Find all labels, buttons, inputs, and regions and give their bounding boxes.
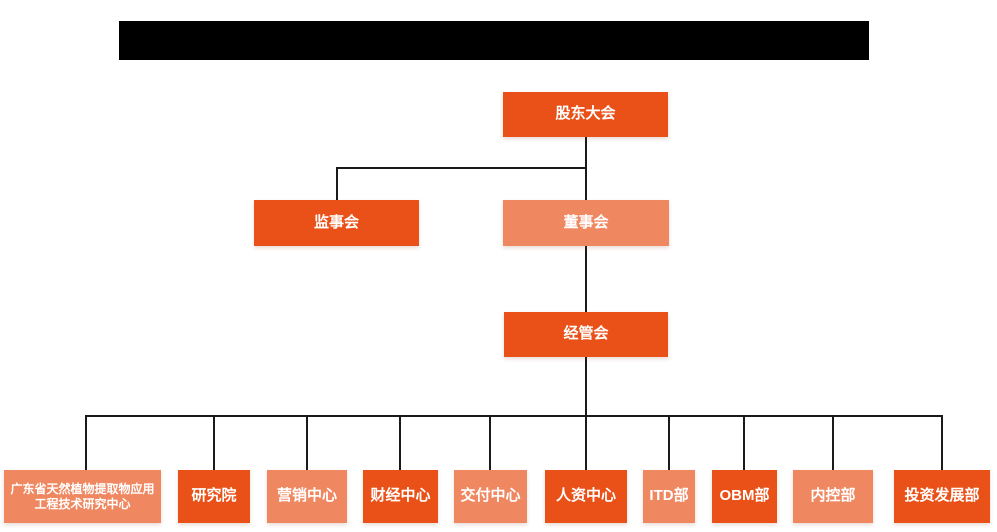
org-node-itd-department: ITD部 <box>643 470 695 523</box>
org-node-shareholders-meeting: 股东大会 <box>503 92 668 137</box>
org-node-internal-control-department: 内控部 <box>793 470 873 523</box>
connector-line <box>213 415 215 470</box>
connector-line <box>336 167 338 200</box>
org-node-research-institute: 研究院 <box>178 470 250 523</box>
connector-line <box>399 415 401 470</box>
org-node-board-of-supervisors: 监事会 <box>254 200 419 246</box>
connector-line <box>85 415 87 470</box>
connector-line <box>306 415 308 470</box>
org-node-hr-center: 人资中心 <box>545 470 627 523</box>
connector-line <box>489 415 491 470</box>
org-node-delivery-center: 交付中心 <box>454 470 527 523</box>
org-node-management-committee: 经管会 <box>504 312 668 357</box>
connector-line <box>585 246 587 312</box>
connector-line <box>743 415 745 470</box>
connector-line <box>336 167 587 169</box>
connector-line <box>86 415 943 417</box>
org-node-research-center: 广东省天然植物提取物应用工程技术研究中心 <box>4 470 161 523</box>
connector-line <box>585 357 587 470</box>
org-node-finance-center: 财经中心 <box>363 470 438 523</box>
redacted-title-bar <box>119 21 869 60</box>
org-node-obm-department: OBM部 <box>712 470 777 523</box>
connector-line <box>832 415 834 470</box>
connector-line <box>941 415 943 470</box>
org-node-investment-development-department: 投资发展部 <box>894 470 990 523</box>
org-node-marketing-center: 营销中心 <box>267 470 347 523</box>
connector-line <box>668 415 670 470</box>
org-node-board-of-directors: 董事会 <box>503 200 669 246</box>
